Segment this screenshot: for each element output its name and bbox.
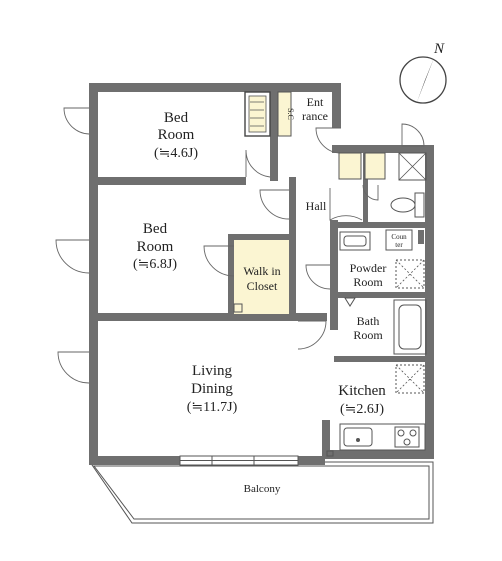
counter-box [385, 229, 413, 251]
kitchen-size: (≒2.6J) [340, 402, 384, 417]
walk-in-closet-floor [234, 240, 289, 314]
kitchen-counter [339, 423, 426, 451]
shoe-cabinet: S.C [244, 91, 295, 137]
bed-room-2-line1: Bed [143, 221, 168, 237]
label-counter: Coun ter [391, 233, 407, 249]
sink-icon [343, 427, 373, 447]
compass-needle-icon [417, 58, 434, 102]
living-size: (≒11.7J) [187, 400, 238, 415]
walkin-line1: Walk in [243, 264, 280, 278]
hall-label: Hall [306, 199, 327, 213]
washbasin-icon [339, 231, 371, 251]
label-bath-room: Bath Room [353, 314, 383, 342]
bath-line1: Bath [357, 314, 380, 328]
bed-room-1-size: (≒4.6J) [154, 146, 198, 161]
label-powder-room: Powder Room [350, 261, 387, 289]
counter-line1: Coun [391, 233, 407, 241]
bed-room-2-line2: Room [137, 239, 174, 255]
bed-room-1-line2: Room [158, 127, 195, 143]
bed-room-1-line1: Bed [164, 110, 189, 126]
sc-label: S.C [286, 108, 295, 120]
interior-walls [93, 89, 430, 456]
balcony-windows [179, 455, 299, 466]
label-kitchen: Kitchen (≒2.6J) [338, 383, 386, 417]
living-line1: Living [192, 363, 232, 379]
bath-line2: Room [353, 328, 383, 342]
compass-north-label: N [433, 41, 445, 57]
washer-space [395, 259, 425, 289]
fridge-space [395, 364, 425, 394]
entrance-line1: Ent [307, 95, 324, 109]
door-swings [55, 107, 425, 384]
living-line2: Dining [191, 381, 233, 397]
label-bed-room-1: Bed Room (≒4.6J) [154, 110, 198, 161]
walkin-line2: Closet [247, 279, 278, 293]
label-walk-in-closet: Walk in Closet [243, 264, 280, 293]
label-entrance: Ent rance [302, 95, 328, 123]
entrance-line2: rance [302, 109, 328, 123]
hall-storage [338, 152, 427, 181]
compass: N [399, 41, 447, 104]
label-living-dining: Living Dining (≒11.7J) [187, 363, 238, 415]
toilet-icon [390, 192, 425, 218]
powder-line2: Room [353, 275, 383, 289]
label-bed-room-2: Bed Room (≒6.8J) [133, 221, 177, 272]
bathtub-icon [393, 299, 427, 355]
counter-line2: ter [395, 241, 403, 249]
powder-line1: Powder [350, 261, 387, 275]
stove-icon [394, 426, 420, 448]
bed-room-2-size: (≒6.8J) [133, 257, 177, 272]
balcony-label: Balcony [244, 483, 281, 495]
kitchen-line1: Kitchen [338, 383, 386, 399]
